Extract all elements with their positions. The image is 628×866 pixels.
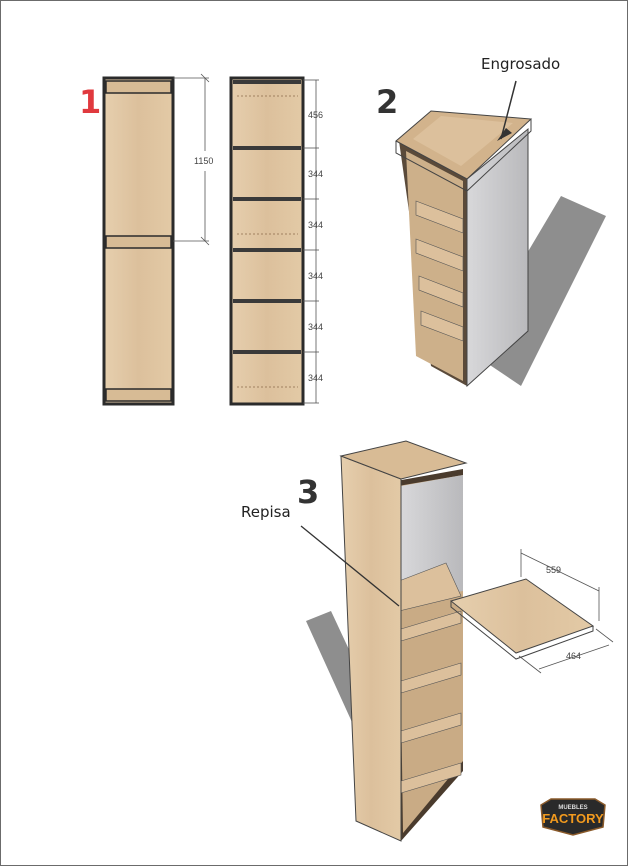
muebles-factory-logo: MUEBLES FACTORY [540, 798, 606, 836]
dimension-shelf-1: 456 [308, 110, 323, 120]
dimension-shelf-6: 344 [308, 373, 323, 383]
dimension-1150: 1150 [194, 156, 213, 166]
height-dimension [173, 73, 210, 246]
tower-3d-step2 [395, 110, 606, 388]
dimension-shelf-2: 344 [308, 169, 323, 179]
dimension-shelf-4: 344 [308, 271, 323, 281]
dimension-shelf-3: 344 [308, 220, 323, 230]
arrow-repisa [300, 525, 400, 607]
dimension-shelf-5: 344 [308, 322, 323, 332]
logo-line-2: FACTORY [542, 811, 604, 826]
dimension-559: 559 [546, 565, 561, 575]
callout-engrosado: Engrosado [481, 55, 560, 73]
dimension-464: 464 [566, 651, 581, 661]
tower-3d-step3 [306, 440, 468, 842]
arrow-engrosado [500, 80, 517, 140]
step-3-number: 3 [297, 473, 319, 511]
arrow-head-icon [497, 128, 512, 141]
front-view-doors [102, 76, 175, 406]
shelf-dimension-lines [303, 79, 319, 404]
loose-shelf [449, 578, 595, 660]
shelf-dimension-lines-3 [518, 549, 614, 674]
interior-view-shelves [229, 76, 305, 406]
step-2-number: 2 [376, 83, 398, 121]
step-1-number: 1 [79, 83, 101, 121]
logo-line-1: MUEBLES [558, 805, 587, 811]
callout-repisa: Repisa [241, 503, 291, 521]
